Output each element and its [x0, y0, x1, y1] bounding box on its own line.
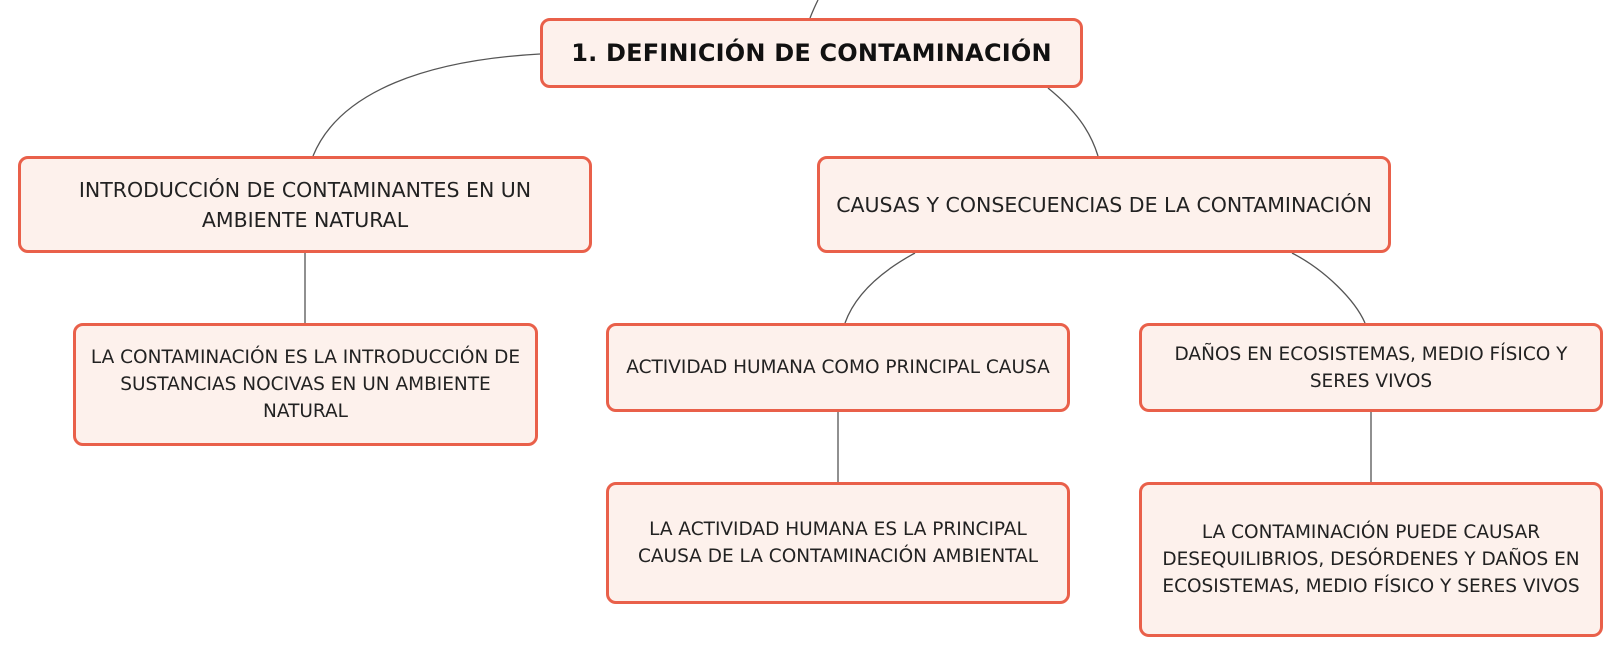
node-danos-ecosistemas-detalle-label: LA CONTAMINACIÓN PUEDE CAUSAR DESEQUILIB…: [1162, 522, 1580, 597]
node-causas-consecuencias[interactable]: CAUSAS Y CONSECUENCIAS DE LA CONTAMINACI…: [817, 156, 1391, 253]
connector-parent-to-root: [809, 0, 819, 19]
connector-root-to-causas: [1047, 87, 1099, 157]
node-introduccion-contaminantes-label: INTRODUCCIÓN DE CONTAMINANTES EN UN AMBI…: [78, 177, 532, 232]
node-danos-ecosistemas-label: DAÑOS EN ECOSISTEMAS, MEDIO FÍSICO Y SER…: [1174, 343, 1568, 392]
node-causas-consecuencias-label: CAUSAS Y CONSECUENCIAS DE LA CONTAMINACI…: [836, 192, 1372, 217]
node-actividad-humana-label: ACTIVIDAD HUMANA COMO PRINCIPAL CAUSA: [626, 357, 1050, 378]
connector-causas-to-danos: [1291, 252, 1366, 324]
node-danos-ecosistemas[interactable]: DAÑOS EN ECOSISTEMAS, MEDIO FÍSICO Y SER…: [1139, 323, 1603, 412]
node-actividad-humana[interactable]: ACTIVIDAD HUMANA COMO PRINCIPAL CAUSA: [606, 323, 1070, 412]
node-introduccion-contaminantes[interactable]: INTRODUCCIÓN DE CONTAMINANTES EN UN AMBI…: [18, 156, 592, 253]
connector-root-to-introduccion: [312, 53, 541, 157]
root-node[interactable]: 1. DEFINICIÓN DE CONTAMINACIÓN: [540, 18, 1083, 88]
node-actividad-humana-detalle-label: LA ACTIVIDAD HUMANA ES LA PRINCIPAL CAUS…: [637, 519, 1039, 567]
node-definicion-contaminacion-detalle[interactable]: LA CONTAMINACIÓN ES LA INTRODUCCIÓN DE S…: [73, 323, 538, 446]
node-definicion-contaminacion-detalle-label: LA CONTAMINACIÓN ES LA INTRODUCCIÓN DE S…: [90, 347, 521, 422]
root-node-label: 1. DEFINICIÓN DE CONTAMINACIÓN: [571, 39, 1052, 67]
node-danos-ecosistemas-detalle[interactable]: LA CONTAMINACIÓN PUEDE CAUSAR DESEQUILIB…: [1139, 482, 1603, 637]
connector-causas-to-actividad: [844, 252, 916, 324]
node-actividad-humana-detalle[interactable]: LA ACTIVIDAD HUMANA ES LA PRINCIPAL CAUS…: [606, 482, 1070, 604]
